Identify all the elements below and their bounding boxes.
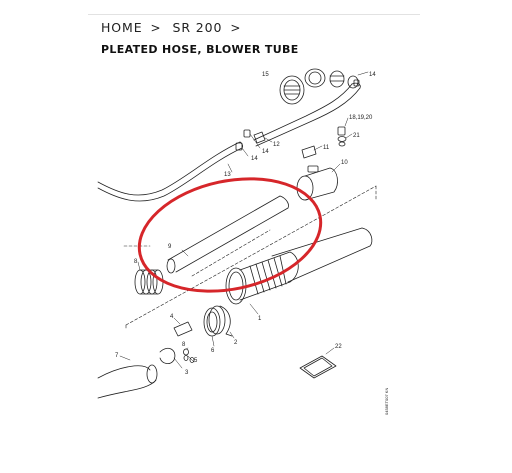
breadcrumb-model-link[interactable]: SR 200 — [172, 20, 223, 35]
top-divider — [88, 14, 420, 15]
fan-grille-part-15 — [279, 68, 359, 105]
part-label-21: 21 — [353, 133, 360, 139]
leader-lines — [119, 71, 369, 369]
part-label-11: 11 — [323, 145, 330, 151]
tube-part-13 — [97, 82, 361, 202]
page-title: PLEATED HOSE, BLOWER TUBE — [101, 43, 299, 56]
highlight-circle — [137, 177, 323, 293]
part-label-1: 1 — [258, 316, 262, 322]
clamp-part-14 — [235, 79, 360, 151]
part-label-5: 5 — [194, 358, 198, 364]
part-label-8: 8 — [134, 259, 138, 265]
part-label-3: 3 — [185, 370, 189, 376]
part-label-14: 14 — [262, 149, 269, 155]
chevron-right-icon: > — [150, 20, 162, 35]
part-label-4: 4 — [170, 314, 174, 320]
screw-part-18 — [337, 126, 347, 147]
part-label-18-19-20: 18,19,20 — [349, 115, 373, 121]
part-label-9: 9 — [168, 244, 172, 250]
chevron-right-icon: > — [230, 20, 242, 35]
breadcrumb-home-link[interactable]: HOME — [101, 20, 143, 35]
part-labels: 15 14 18,19,20 21 12 14 11 14 10 13 9 8 … — [115, 72, 376, 376]
part-label-12: 12 — [273, 142, 280, 148]
clamp-part-4 — [173, 321, 193, 337]
part-label-2: 2 — [234, 340, 238, 346]
part-label-14: 14 — [251, 156, 258, 162]
clip-part-2 — [219, 305, 233, 337]
exploded-parts-diagram: 15 14 18,19,20 21 12 14 11 14 10 13 9 8 … — [97, 68, 389, 415]
part-label-8: 8 — [182, 342, 186, 348]
collar-part-10 — [296, 165, 338, 201]
bracket-part-11 — [301, 145, 317, 159]
reference-lines — [123, 185, 377, 331]
ring-part-6 — [203, 305, 226, 337]
elbow-part-12 — [253, 131, 266, 144]
part-label-13: 13 — [224, 172, 231, 178]
part-label-7: 7 — [115, 353, 119, 359]
panel-part-22 — [299, 355, 337, 379]
hose-part-9 — [166, 195, 289, 274]
breadcrumb: HOME > SR 200 > — [101, 20, 252, 35]
part-label-15: 15 — [262, 72, 269, 78]
part-label-14: 14 — [369, 72, 376, 78]
part-label-22: 22 — [335, 344, 342, 350]
blower-tube-part-1 — [225, 227, 373, 305]
figure-code: 0458ET007 KN — [384, 388, 389, 415]
hardware-parts — [159, 347, 195, 364]
curved-tube-part-7 — [97, 364, 158, 399]
pleated-hose-part-8 — [134, 269, 164, 295]
part-label-6: 6 — [211, 348, 215, 354]
part-label-10: 10 — [341, 160, 348, 166]
